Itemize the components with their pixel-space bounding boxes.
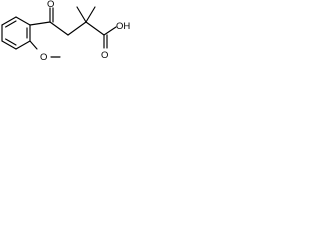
ketone-oxygen-label: O [47,0,54,10]
ether-oxygen-label: O [40,52,47,63]
benzene-ring [1,16,31,50]
methoxy-group [29,40,61,58]
gem-dimethyl [76,6,96,23]
acid-hydroxyl-label: OH [116,21,130,32]
ketone-chain [29,7,87,36]
chemical-structure: O OH O O [1,0,130,63]
acid-carbonyl-oxygen-label: O [101,50,108,61]
carboxylic-acid [85,21,117,49]
